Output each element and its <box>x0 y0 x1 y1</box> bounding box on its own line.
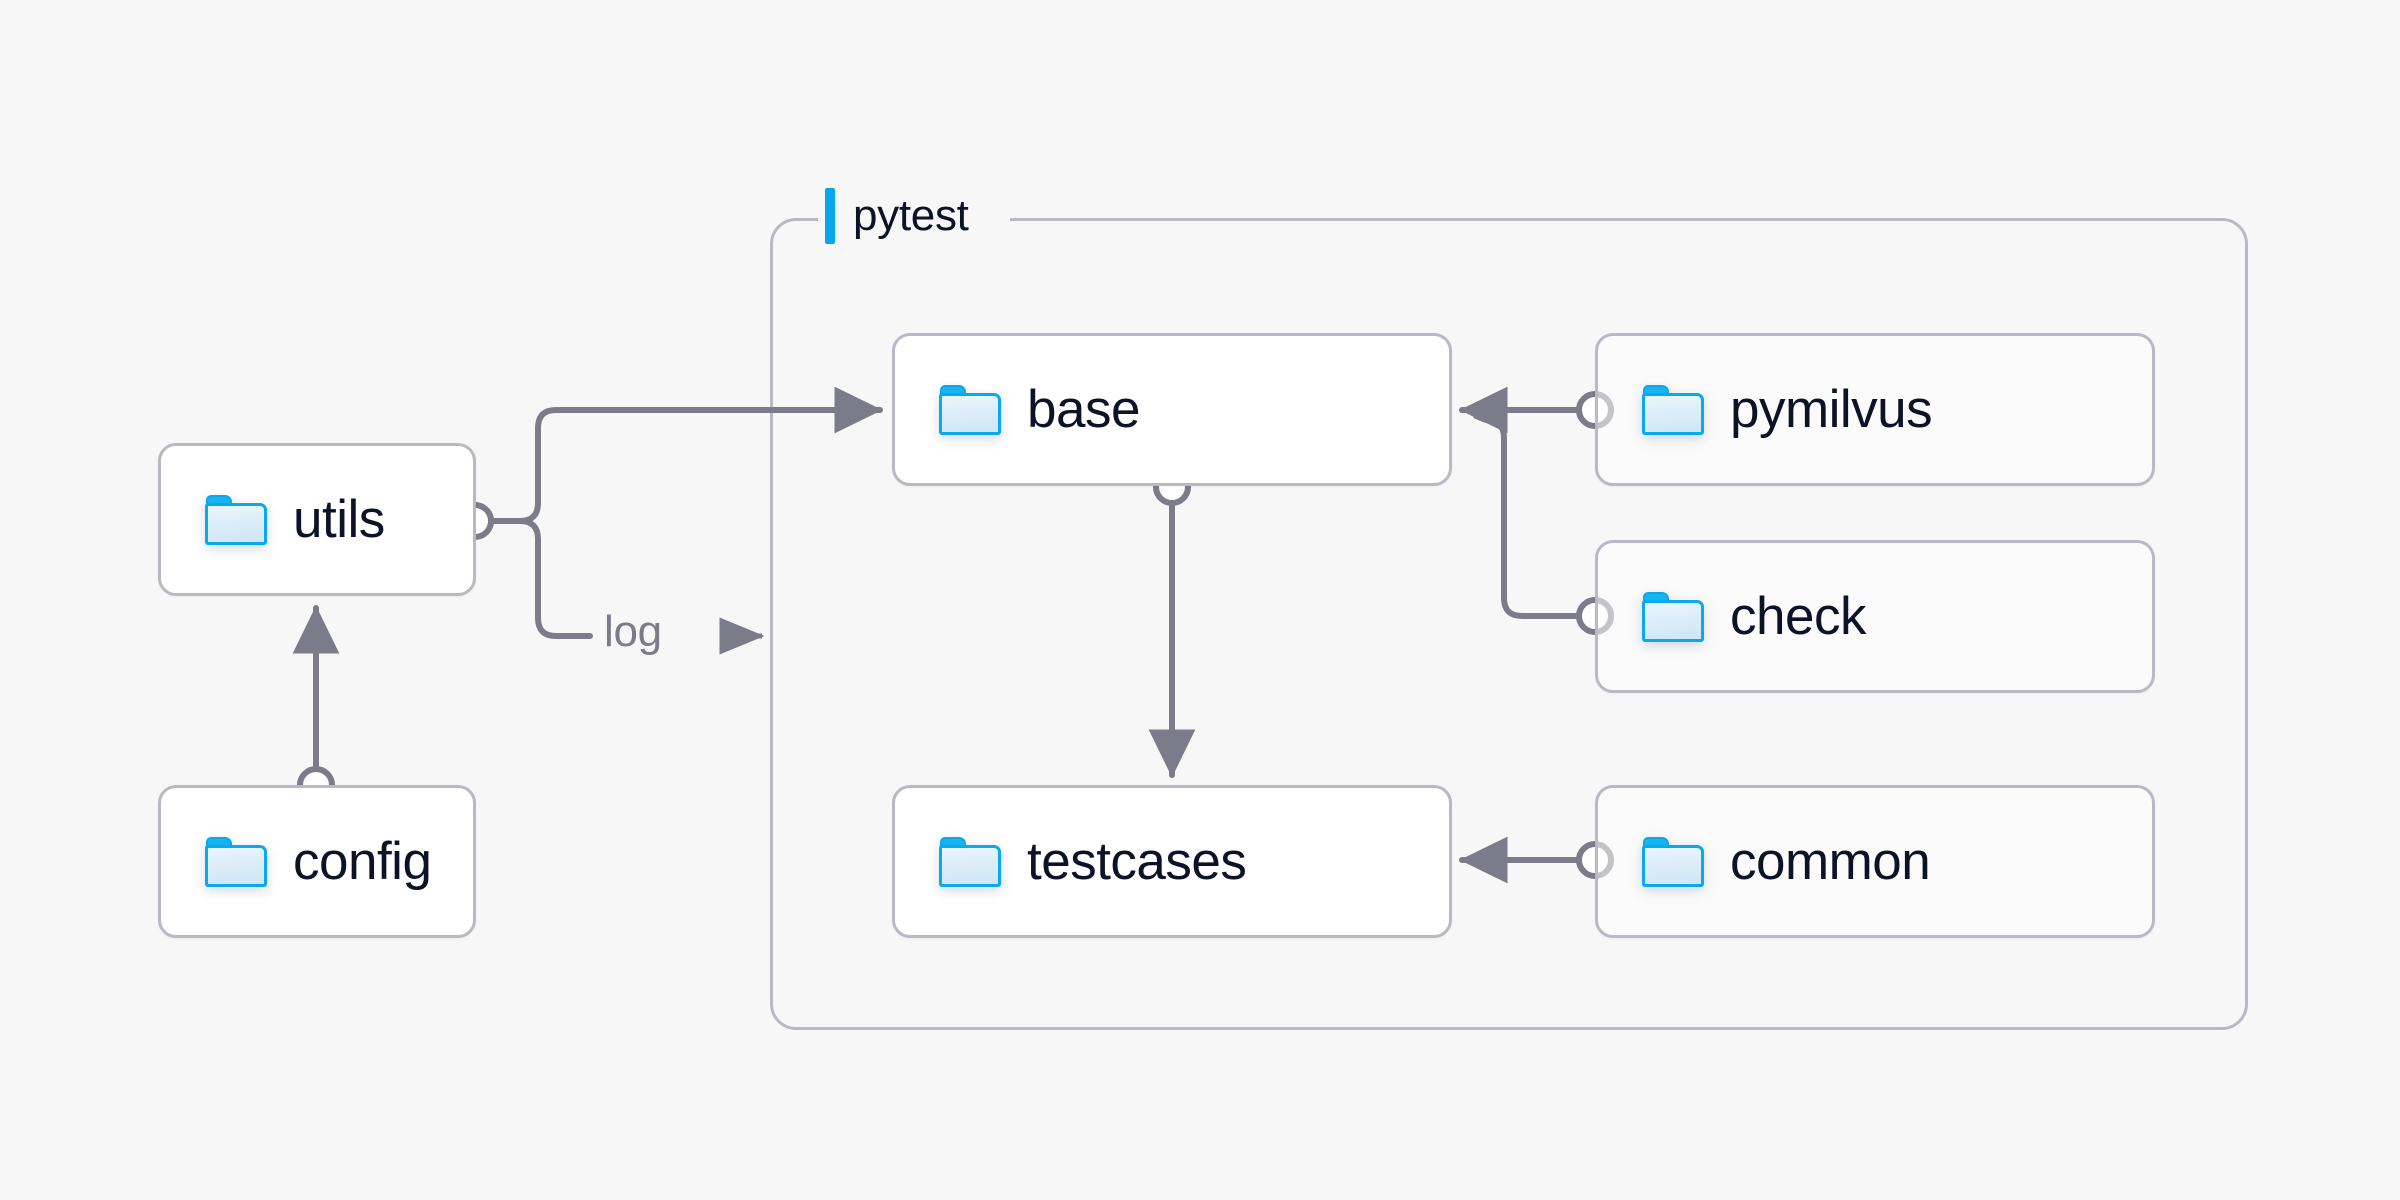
folder-icon <box>1642 384 1704 435</box>
edge-label-log: log <box>604 607 662 656</box>
node-label-common: common <box>1730 832 1931 891</box>
folder-icon <box>1642 591 1704 642</box>
node-testcases[interactable]: testcases <box>892 785 1452 938</box>
node-common[interactable]: common <box>1595 785 2155 938</box>
node-utils[interactable]: utils <box>158 443 476 596</box>
node-config[interactable]: config <box>158 785 476 938</box>
group-title-pytest: pytest <box>825 188 969 244</box>
folder-icon <box>1642 836 1704 887</box>
group-accent-bar-icon <box>825 188 835 244</box>
folder-icon <box>205 836 267 887</box>
node-label-config: config <box>293 832 432 891</box>
group-title-mask <box>818 206 1010 232</box>
node-pymilvus[interactable]: pymilvus <box>1595 333 2155 486</box>
edge-utils-to-log <box>517 518 593 639</box>
node-label-utils: utils <box>293 490 385 549</box>
node-label-testcases: testcases <box>1027 832 1247 891</box>
node-label-base: base <box>1027 380 1140 439</box>
edge-utils-to-base <box>517 386 883 524</box>
folder-icon <box>939 384 1001 435</box>
group-frame-pytest <box>770 218 2248 1030</box>
node-label-pymilvus: pymilvus <box>1730 380 1933 439</box>
group-title-label: pytest <box>853 191 969 240</box>
node-label-check: check <box>1730 587 1866 646</box>
folder-icon <box>939 836 1001 887</box>
folder-icon <box>205 494 267 545</box>
edge-check-to-base <box>1473 413 1581 619</box>
node-base[interactable]: base <box>892 333 1452 486</box>
node-check[interactable]: check <box>1595 540 2155 693</box>
